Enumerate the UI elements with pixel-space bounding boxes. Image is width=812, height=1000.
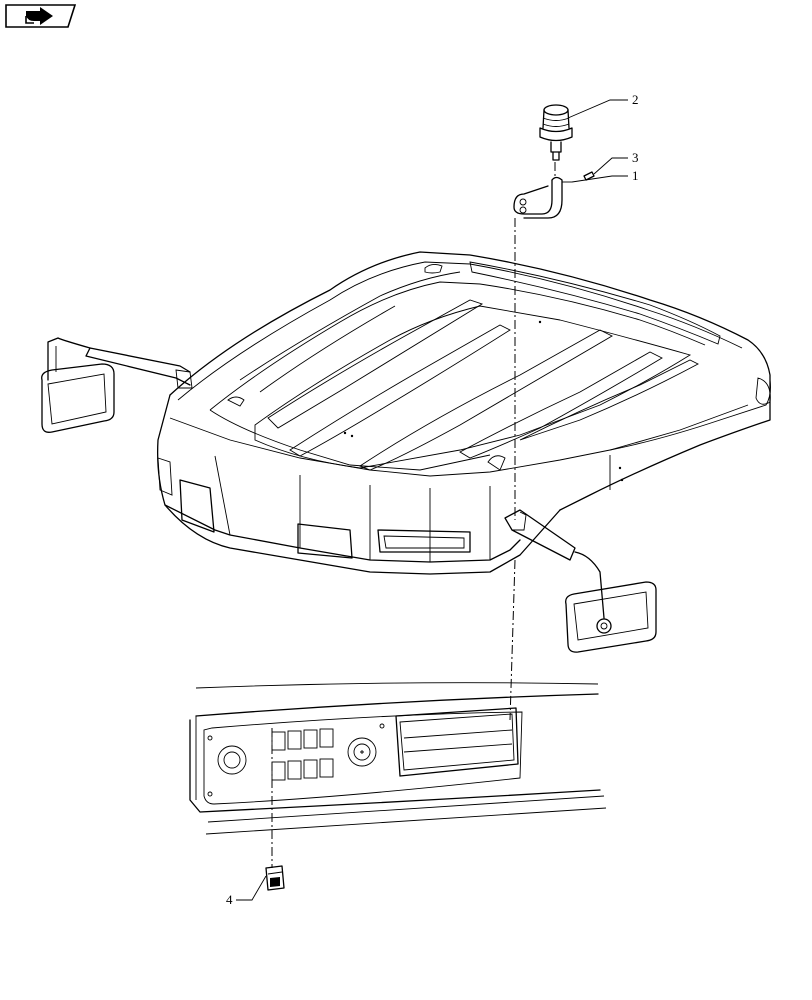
left-mirror — [41, 337, 193, 433]
right-mirror — [504, 509, 657, 653]
dash-console — [189, 682, 607, 835]
callout-label-4: 4 — [226, 892, 233, 907]
callout-leaders — [236, 99, 628, 901]
beacon-lamp — [539, 104, 573, 161]
nav-forward-button[interactable] — [4, 4, 76, 28]
center-lines — [271, 162, 556, 868]
cab-roof — [41, 251, 771, 653]
callout-label-2: 2 — [632, 92, 639, 107]
callout-label-1: 1 — [632, 168, 639, 183]
arrow-right-icon — [25, 7, 53, 25]
callout-label-3: 3 — [632, 150, 639, 165]
rocker-switch — [265, 865, 285, 891]
mounting-bracket — [513, 176, 572, 219]
screw — [583, 171, 595, 181]
